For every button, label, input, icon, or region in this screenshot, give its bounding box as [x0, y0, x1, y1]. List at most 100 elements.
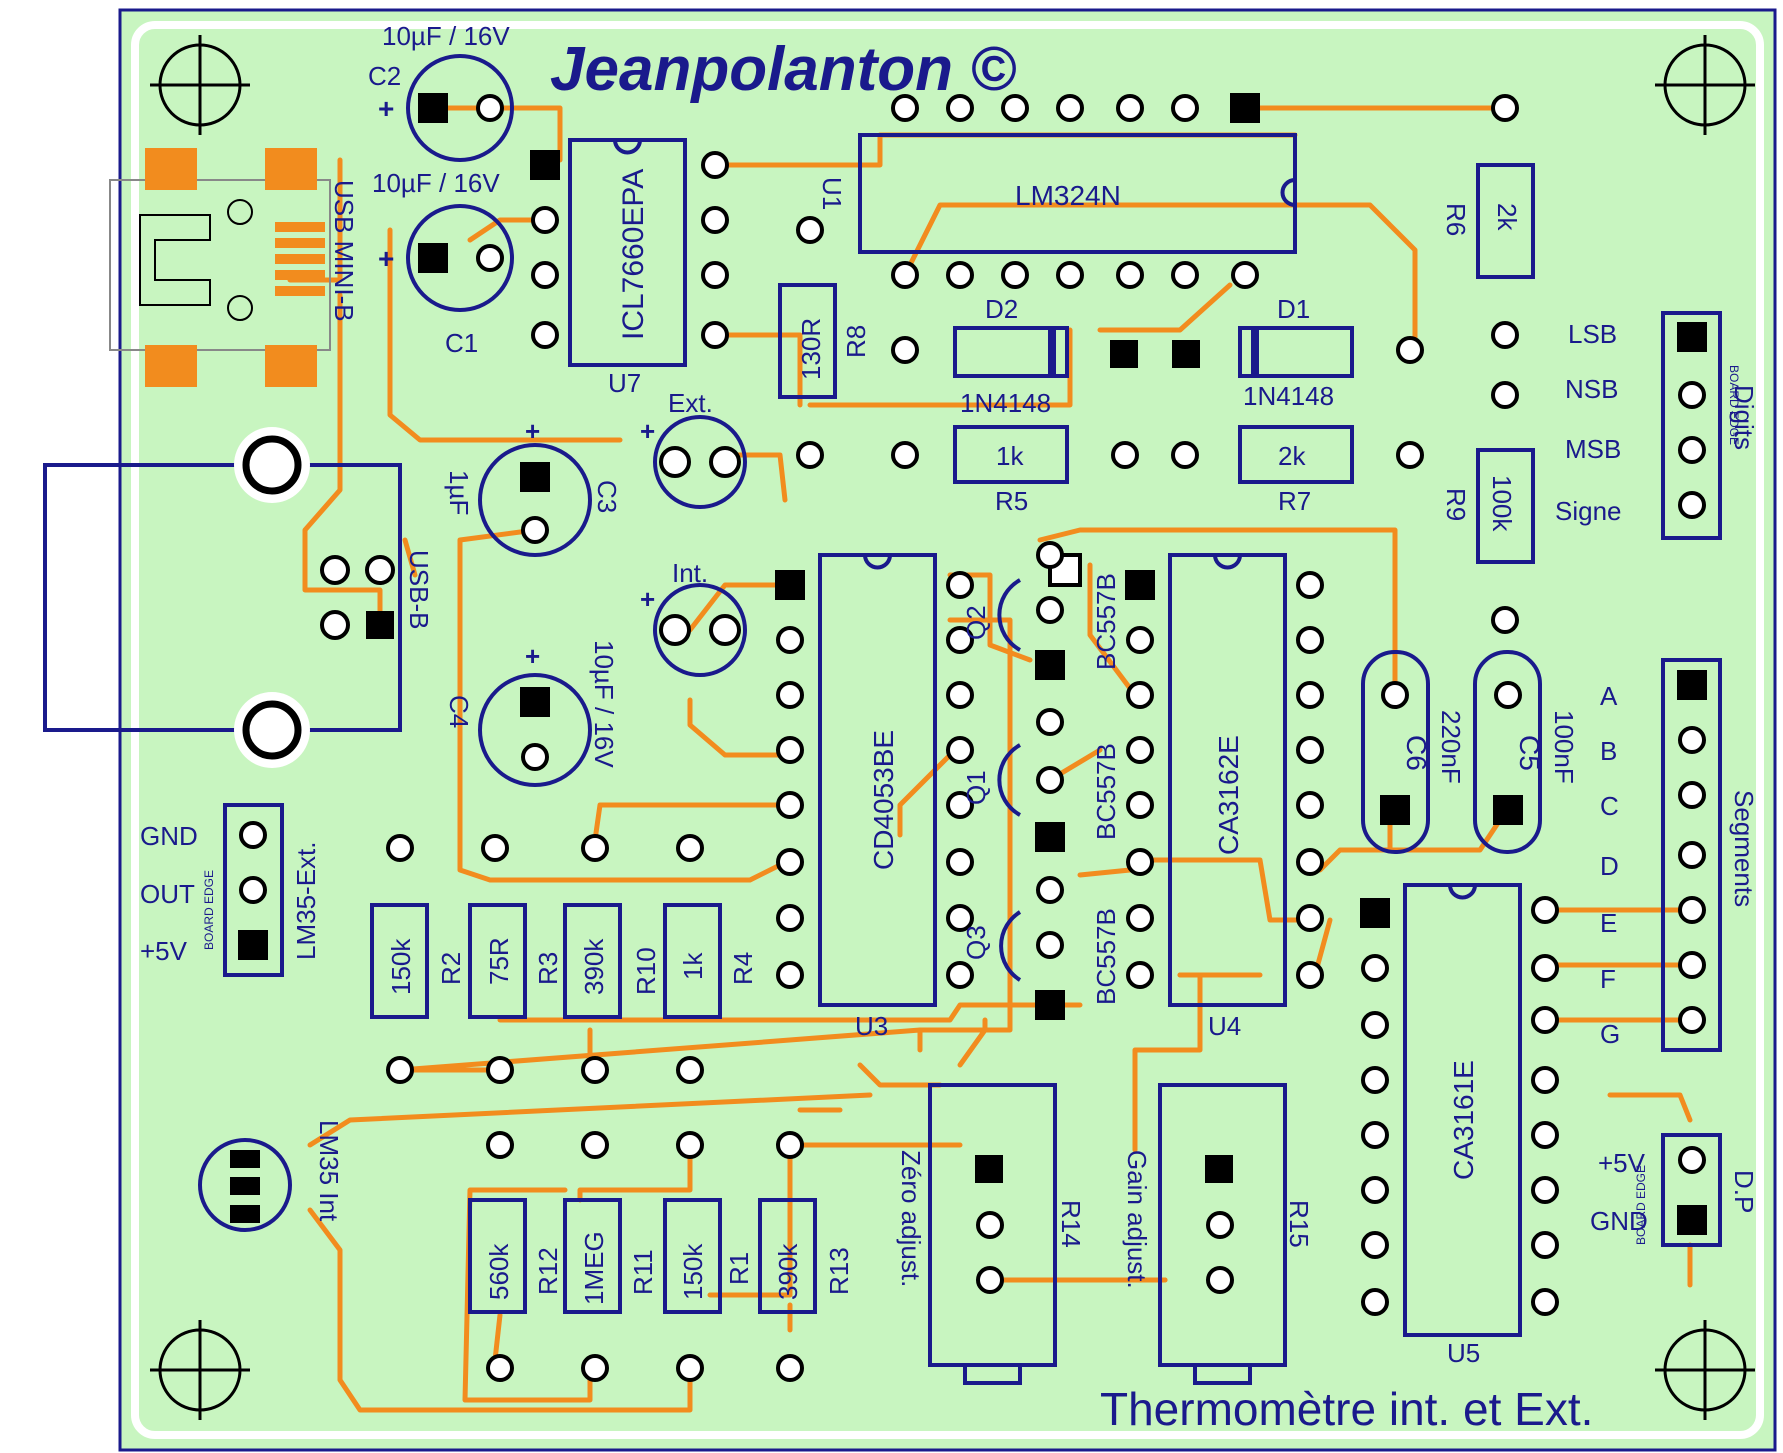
- r6-ref: R6: [1441, 203, 1471, 236]
- seg-pin-e: E: [1600, 908, 1617, 938]
- r1-ref: R1: [724, 1252, 754, 1285]
- seg-pin-d: D: [1600, 851, 1619, 881]
- u1-ref: U1: [817, 177, 847, 210]
- u7-ref: U7: [608, 368, 641, 398]
- usb-b-label: USB-B: [404, 550, 434, 629]
- r6-value: 2k: [1492, 203, 1522, 231]
- r5-value: 1k: [996, 441, 1024, 471]
- r5-ref: R5: [995, 486, 1028, 516]
- r15-value: Gain adjust.: [1122, 1150, 1152, 1289]
- dp-pin-5v: +5V: [1598, 1148, 1646, 1178]
- q1-value: BC557B: [1091, 743, 1121, 840]
- capacitor-c2: [406, 54, 514, 162]
- led-int-plus: +: [640, 584, 655, 614]
- r11-ref: R11: [628, 1249, 658, 1295]
- mounting-holes: [150, 35, 1755, 1420]
- seg-pin-b: B: [1600, 736, 1617, 766]
- usb-mini-b-footprint: [109, 148, 331, 387]
- digits-pin-nsb: NSB: [1565, 374, 1618, 404]
- u5-value: CA3161E: [1448, 1060, 1479, 1180]
- lm35-ext-board-edge: BOARD EDGE: [202, 870, 216, 950]
- r4-ref: R4: [728, 952, 758, 985]
- capacitor-c1: [406, 204, 514, 312]
- r14-ref: R14: [1056, 1200, 1086, 1248]
- r8-ref: R8: [841, 325, 871, 358]
- u7-value: ICL7660EPA: [617, 169, 650, 340]
- transistors: [997, 541, 1082, 1020]
- signature-logo: Jeanpolanton ©: [550, 35, 1016, 104]
- lm35-ext-pin-out: OUT: [140, 879, 195, 909]
- r9-ref: R9: [1441, 488, 1471, 521]
- u1-value: LM324N: [1015, 180, 1121, 211]
- digits-board-edge: BOARD EDGE: [1727, 365, 1741, 445]
- q1-ref: Q1: [961, 770, 991, 805]
- c4-value: 10µF / 16V: [589, 640, 619, 768]
- led-int-label: Int.: [672, 558, 708, 588]
- c6-ref: C6: [1401, 735, 1432, 771]
- dp-label: D.P: [1729, 1170, 1759, 1213]
- dp-board-edge: BOARD EDGE: [1634, 1165, 1648, 1245]
- u3-ref: U3: [855, 1011, 888, 1041]
- r3-ref: R3: [533, 952, 563, 985]
- c1-value: 10µF / 16V: [372, 168, 500, 198]
- q3-value: BC557B: [1091, 908, 1121, 1005]
- c2-plus: +: [378, 93, 394, 124]
- r14-value: Zéro adjust.: [896, 1150, 926, 1287]
- u3-value: CD4053BE: [868, 730, 899, 870]
- r2-ref: R2: [436, 952, 466, 985]
- r13-value: 390k: [773, 1243, 803, 1300]
- seg-pin-g: G: [1600, 1019, 1620, 1049]
- r9-value: 100k: [1487, 475, 1517, 532]
- c3-value: 1µF: [444, 470, 474, 515]
- headers: [198, 311, 1722, 1247]
- leds: [653, 415, 747, 677]
- r7-ref: R7: [1278, 486, 1311, 516]
- dp-pin-gnd: GND: [1590, 1206, 1648, 1236]
- capacitor-c6: [1361, 650, 1430, 854]
- diodes: [953, 326, 1354, 378]
- c4-ref: C4: [444, 695, 474, 728]
- digits-pin-signe: Signe: [1555, 496, 1622, 526]
- led-ext-label: Ext.: [668, 388, 713, 418]
- r12-value: 560k: [484, 1243, 514, 1300]
- capacitor-c4: [478, 673, 592, 787]
- c5-ref: C5: [1514, 735, 1545, 771]
- d2-ref: D2: [985, 294, 1018, 324]
- digits-pin-lsb: LSB: [1568, 319, 1617, 349]
- ic-u3: [775, 553, 974, 1007]
- lm35-ext-pin-gnd: GND: [140, 821, 198, 851]
- ic-u4: [1125, 553, 1324, 1007]
- c2-value: 10µF / 16V: [382, 21, 510, 51]
- c1-ref: C1: [445, 328, 478, 358]
- board-title: Thermomètre int. et Ext.: [1100, 1383, 1593, 1435]
- r3-value: 75R: [484, 937, 514, 985]
- usb-mini-label: USB MINI-B: [329, 180, 359, 322]
- lm35-ext-label: LM35-Ext.: [291, 842, 321, 961]
- r10-value: 390k: [579, 938, 609, 995]
- c3-ref: C3: [592, 480, 622, 513]
- lm35-int-label: LM35 Int: [314, 1120, 344, 1222]
- r10-ref: R10: [631, 947, 661, 995]
- c2-ref: C2: [368, 61, 401, 91]
- u5-ref: U5: [1447, 1338, 1480, 1368]
- ic-u5: [1360, 883, 1559, 1337]
- d2-value: 1N4148: [960, 388, 1051, 418]
- r13-ref: R13: [824, 1247, 854, 1295]
- d1-value: 1N4148: [1243, 381, 1334, 411]
- resistor-bodies: [370, 163, 1535, 1314]
- r8-value: 130R: [796, 318, 826, 380]
- c1-plus: +: [378, 243, 394, 274]
- led-ext-plus: +: [640, 416, 655, 446]
- digits-pin-msb: MSB: [1565, 434, 1621, 464]
- resistor-pads: [386, 216, 1519, 1382]
- r15-ref: R15: [1284, 1200, 1314, 1248]
- r12-ref: R12: [533, 1247, 563, 1295]
- c4-plus: +: [525, 641, 540, 671]
- usb-b-footprint: [43, 427, 402, 768]
- c6-value: 220nF: [1436, 710, 1466, 784]
- u4-value: CA3162E: [1213, 735, 1244, 855]
- q2-ref: Q2: [961, 605, 991, 640]
- seg-pin-a: A: [1600, 681, 1618, 711]
- digits-label: Digits: [1729, 385, 1759, 450]
